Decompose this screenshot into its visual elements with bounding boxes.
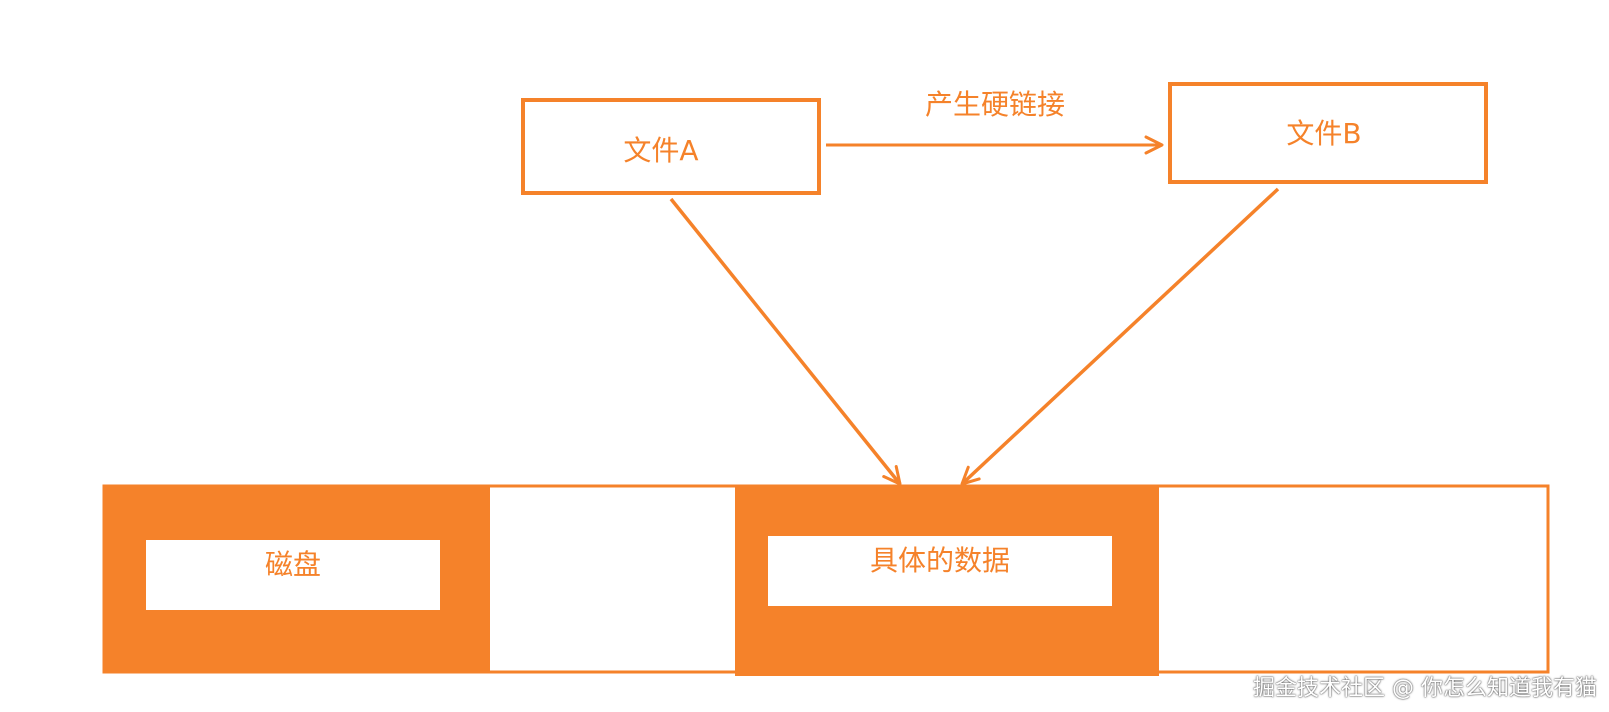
file-b-to-data-arrow <box>960 187 1280 486</box>
file-a-to-data-arrow <box>669 197 902 486</box>
hardlink-label: 产生硬链接 <box>925 88 1065 121</box>
file-a-node: 文件A <box>521 98 821 195</box>
file-b-label: 文件B <box>1286 117 1361 150</box>
file-b-node: 文件B <box>1168 82 1488 184</box>
disk-strip: 磁盘 具体的数据 <box>102 484 1550 676</box>
disk-label: 磁盘 <box>265 548 321 581</box>
hardlink-edge: 产生硬链接 <box>826 88 1164 155</box>
file-a-box <box>521 98 821 195</box>
watermark: 掘金技术社区 @ 你怎么知道我有猫 <box>1253 676 1597 701</box>
data-label-box <box>768 536 1112 606</box>
file-b-box <box>1168 82 1488 184</box>
disk-label-box <box>146 540 440 610</box>
file-a-label: 文件A <box>623 134 698 167</box>
data-label: 具体的数据 <box>870 544 1010 577</box>
